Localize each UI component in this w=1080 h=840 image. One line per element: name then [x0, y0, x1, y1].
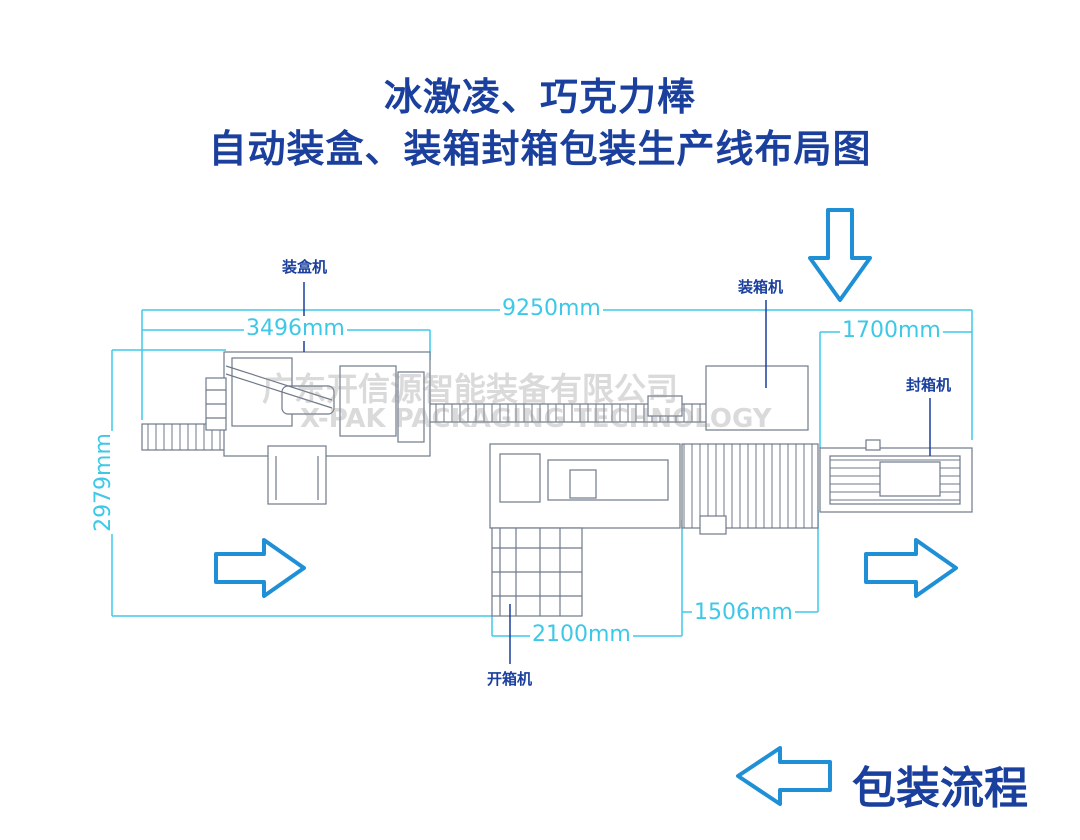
- dim-total-length: 9250mm: [500, 296, 603, 321]
- arrow-right-icon: [214, 538, 306, 598]
- case-packer-machine: [489, 365, 819, 535]
- arrow-left-icon: [736, 746, 832, 806]
- page-title-line1: 冰激凌、巧克力棒: [383, 75, 696, 119]
- label-case-erector: 开箱机: [487, 670, 533, 688]
- dim-gap-length: 1506mm: [692, 600, 795, 625]
- case-sealer-machine: [819, 439, 973, 513]
- watermark-en: X-PAK PACKAGING TECHNOLOGY: [300, 404, 772, 434]
- flow-label: 包装流程: [852, 763, 1028, 814]
- label-case-packer: 装箱机: [738, 278, 784, 296]
- dim-sealer-length: 1700mm: [840, 318, 943, 343]
- label-case-sealer: 封箱机: [906, 376, 952, 394]
- arrow-right-icon: [864, 538, 958, 598]
- watermark-cn: 广东开信源智能装备有限公司: [262, 370, 679, 408]
- dim-cartoner-length: 3496mm: [244, 316, 347, 341]
- label-cartoner: 装盒机: [282, 258, 328, 276]
- dim-line-width: 2979mm: [90, 431, 116, 534]
- case-erector-machine: [491, 527, 583, 617]
- arrow-down-icon: [808, 208, 872, 302]
- dim-erector-length: 2100mm: [530, 622, 633, 647]
- cartoner-machine: [141, 351, 431, 505]
- page-title-line2: 自动装盒、装箱封箱包装生产线布局图: [208, 127, 872, 171]
- transfer-conveyor: [429, 395, 711, 423]
